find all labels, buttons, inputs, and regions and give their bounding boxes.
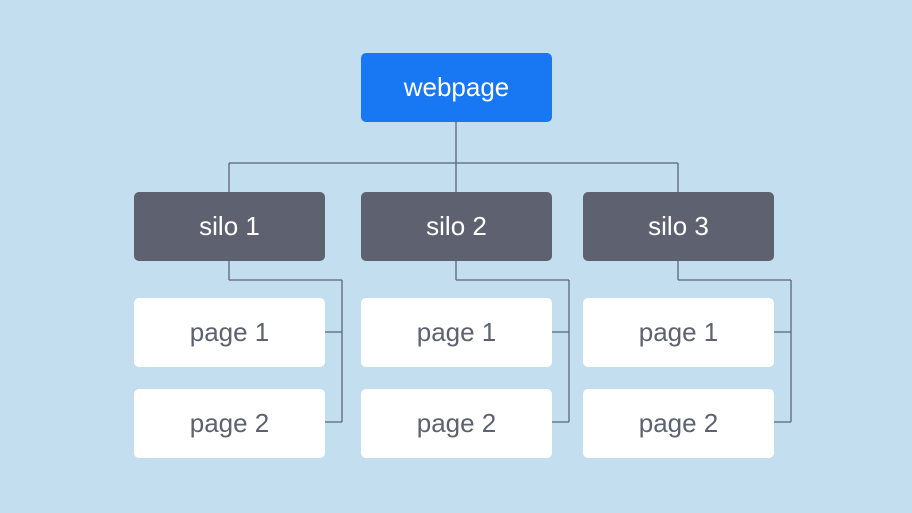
page-node-label: page 1 (189, 317, 270, 347)
root-node-webpage: webpage (361, 53, 552, 122)
page-node-label: page 2 (638, 408, 719, 438)
silo-node-label: silo 1 (199, 211, 260, 241)
silo-1-page-2-node: page 2 (134, 389, 325, 458)
silo-node-label: silo 3 (648, 211, 709, 241)
page-node-label: page 1 (638, 317, 719, 347)
silo-3-page-2-node: page 2 (583, 389, 774, 458)
page-node-label: page 1 (416, 317, 497, 347)
silo-node-3: silo 3 (583, 192, 774, 261)
silo-node-1: silo 1 (134, 192, 325, 261)
root-node-label: webpage (403, 72, 510, 102)
silo-1-page-1-node: page 1 (134, 298, 325, 367)
silo-node-label: silo 2 (426, 211, 487, 241)
silo-3-page-1-node: page 1 (583, 298, 774, 367)
silo-node-2: silo 2 (361, 192, 552, 261)
silo-2-page-1-node: page 1 (361, 298, 552, 367)
page-node-label: page 2 (189, 408, 270, 438)
page-node-label: page 2 (416, 408, 497, 438)
silo-2-page-2-node: page 2 (361, 389, 552, 458)
